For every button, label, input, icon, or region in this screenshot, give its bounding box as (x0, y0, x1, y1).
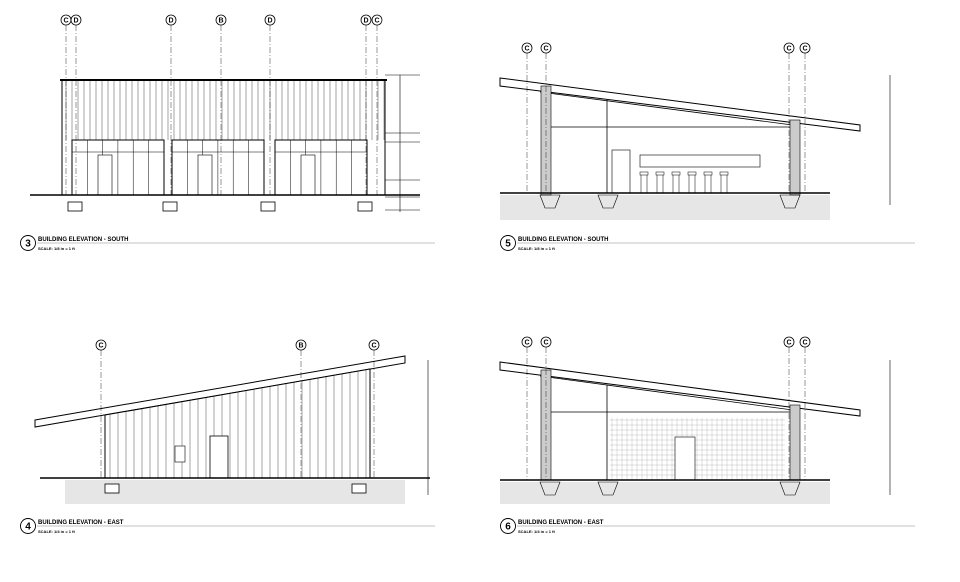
grid-label: C (786, 340, 791, 347)
grid-label: C (98, 343, 103, 350)
grid-bubble: B (295, 339, 307, 478)
grid-bubble: C (783, 336, 795, 480)
elevation-5-south (499, 75, 891, 220)
grid-label: C (786, 46, 791, 53)
elevation-3-south (30, 74, 420, 212)
view-number: 6 (505, 522, 511, 533)
grid-bubble: C (368, 339, 380, 478)
grid-label: C (524, 340, 529, 347)
elevation-6-east (499, 360, 891, 504)
view-number: 4 (25, 522, 31, 533)
grid-bubble: B (215, 14, 227, 195)
grid-bubble: C (799, 336, 811, 480)
grid-label: D (168, 18, 173, 25)
view-title-block: 6 BUILDING ELEVATION - EAST SCALE: 1/4 in … (500, 518, 915, 534)
grid-label: D (73, 18, 78, 25)
grid-bubble: C (783, 42, 795, 193)
grid-bubble: C (60, 14, 72, 195)
grid-label: C (543, 340, 548, 347)
grid-label: C (63, 18, 68, 25)
footing-tags (67, 201, 373, 212)
view-title: BUILDING ELEVATION - EAST (38, 520, 124, 526)
view-scale: SCALE: 1/4 in = 1 ft (38, 529, 75, 534)
grid-label: B (298, 343, 303, 350)
grid-label: C (371, 343, 376, 350)
view-title: BUILDING ELEVATION - SOUTH (518, 237, 608, 243)
grid-bubble: D (165, 14, 177, 195)
view-title: BUILDING ELEVATION - EAST (518, 520, 604, 526)
grid-label: C (543, 46, 548, 53)
grid-label: D (363, 18, 368, 25)
view-title-block: 5 BUILDING ELEVATION - SOUTH SCALE: 1/8 in… (500, 235, 915, 251)
grid-label: C (374, 18, 379, 25)
elevation-4-east (34, 355, 430, 504)
grid-label: C (802, 46, 807, 53)
view-number: 5 (505, 239, 511, 250)
grid-bubble: C (521, 336, 533, 480)
grid-bubble: C (521, 42, 533, 193)
view-scale: SCALE: 1/8 in = 1 ft (518, 246, 555, 251)
grid-label: C (802, 340, 807, 347)
grid-bubble: C (799, 42, 811, 193)
view-title-block: 4 BUILDING ELEVATION - EAST SCALE: 1/4 in … (20, 518, 435, 534)
view-scale: SCALE: 1/8 in = 1 ft (38, 246, 75, 251)
grid-bubble: C (540, 42, 552, 193)
view-title-block: 3 BUILDING ELEVATION - SOUTH SCALE: 1/8 in… (20, 235, 435, 251)
grid-bubble: D (360, 14, 372, 195)
view-scale: SCALE: 1/4 in = 1 ft (518, 529, 555, 534)
grid-bubble: C (540, 336, 552, 480)
grid-bubble: C (371, 14, 383, 195)
grid-bubble: D (70, 14, 82, 195)
grid-label: D (267, 18, 272, 25)
view-title: BUILDING ELEVATION - SOUTH (38, 237, 128, 243)
grid-bubble: C (95, 339, 107, 478)
grid-label: B (218, 18, 223, 25)
grid-label: C (524, 46, 529, 53)
grid-bubble: D (264, 14, 276, 195)
view-number: 3 (25, 239, 31, 250)
